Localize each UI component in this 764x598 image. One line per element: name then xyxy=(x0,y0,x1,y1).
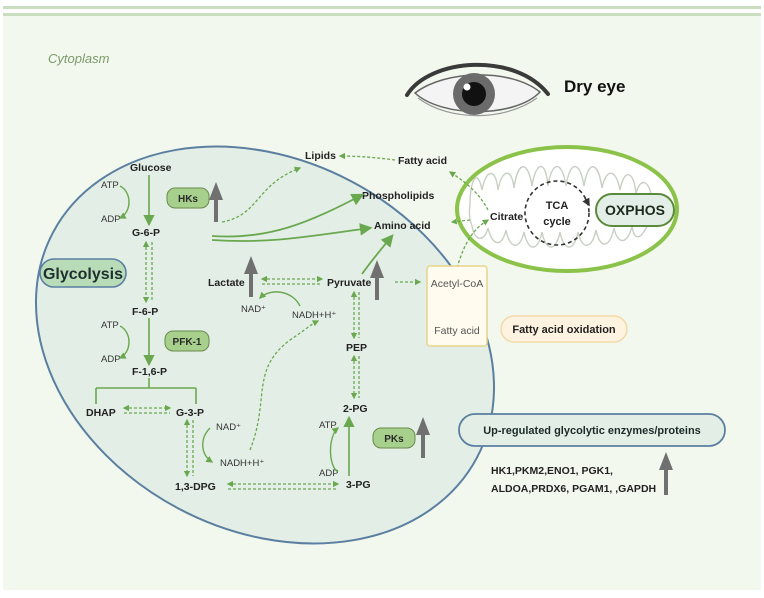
nad-label-1: NAD⁺ xyxy=(241,304,266,315)
hks-enzyme-badge xyxy=(166,187,210,209)
fatty-acid-2-label: Fatty acid xyxy=(434,325,480,337)
pg2-label: 2-PG xyxy=(343,403,368,415)
f16p-label: F-1,6-P xyxy=(132,366,167,378)
fatty-acid-oxidation-badge xyxy=(500,315,628,343)
nadh-shuttle-arrow xyxy=(249,320,320,451)
glycolysis-badge xyxy=(39,258,127,288)
lactate-upregulated-arrow xyxy=(244,256,258,297)
lactate-label: Lactate xyxy=(208,277,245,289)
oxphos-label: OXPHOS xyxy=(605,202,665,218)
pfk-atp-curve xyxy=(118,325,130,359)
tca-cycle-ring xyxy=(524,180,590,246)
nadh-label-2: NADH+H⁺ xyxy=(220,458,264,469)
pfk1-enzyme-badge xyxy=(164,330,210,352)
f6p-label: F-6-P xyxy=(132,306,158,318)
g6p-to-phospholipids-arrow xyxy=(211,193,365,238)
fatty-acid-label: Fatty acid xyxy=(398,155,447,167)
pyruvate-upregulated-arrow xyxy=(370,260,384,300)
adp-label-2: ADP xyxy=(101,354,121,365)
legend-line-1: HK1,PKM2,ENO1, PGK1, xyxy=(491,465,613,477)
g6p-label: G-6-P xyxy=(132,227,160,239)
tca-label-2: cycle xyxy=(543,216,571,228)
amino-acid-citrate-link xyxy=(450,218,471,225)
eye-icon xyxy=(405,62,550,117)
nadh-label-1: NADH+H⁺ xyxy=(292,310,336,321)
citrate-label: Citrate xyxy=(490,211,523,223)
top-stripe-2 xyxy=(3,13,761,16)
pyruvate-label: Pyruvate xyxy=(327,277,372,289)
glycolysis-label: Glycolysis xyxy=(43,266,123,283)
pks-upregulated-arrow xyxy=(416,417,430,458)
legend-title: Up-regulated glycolytic enzymes/proteins xyxy=(483,425,701,437)
hks-upregulated-arrow xyxy=(209,182,223,222)
bpg-label: 1,3-DPG xyxy=(175,481,216,493)
atp-label-2: ATP xyxy=(101,320,119,331)
top-stripe-1 xyxy=(3,6,761,9)
acetyl-coa-box xyxy=(426,265,488,347)
pk-atp-curve xyxy=(329,427,340,473)
legend-line-2: ALDOA,PRDX6, PGAM1, ,GAPDH xyxy=(491,483,656,495)
nad-label-2: NAD⁺ xyxy=(216,422,241,433)
legend-upregulated-arrow xyxy=(659,452,673,495)
fatty-acid-to-lipids-arrow xyxy=(338,152,396,161)
g3p-label: G-3-P xyxy=(176,407,204,419)
adp-label-1: ADP xyxy=(101,214,121,225)
g6p-to-amino-acid-arrow xyxy=(211,223,373,242)
g6p-to-lipids-arrow xyxy=(221,166,302,223)
tca-cycle-arrowhead xyxy=(582,197,590,207)
hks-enzyme-label: HKs xyxy=(178,194,198,205)
dry-eye-label: Dry eye xyxy=(564,77,625,96)
lipids-label: Lipids xyxy=(305,150,336,162)
oxphos-badge xyxy=(595,193,675,227)
atp-label-1: ATP xyxy=(101,180,119,191)
reversible-arrows xyxy=(122,152,490,490)
legend-title-badge xyxy=(458,413,726,447)
hk-atp-curve xyxy=(118,185,130,219)
fatty-acid-oxidation-label: Fatty acid oxidation xyxy=(512,324,616,336)
pep-label: PEP xyxy=(346,342,367,354)
pyruvate-to-amino-acid-arrow xyxy=(361,234,394,275)
cytoplasm-label: Cytoplasm xyxy=(48,51,110,66)
ldh-nad-curve xyxy=(259,291,301,307)
glucose-label: Glucose xyxy=(130,162,172,174)
amino-acid-label: Amino acid xyxy=(374,220,431,232)
dhap-label: DHAP xyxy=(86,407,116,419)
atp-label-3: ATP xyxy=(319,420,337,431)
tca-label-1: TCA xyxy=(546,200,569,212)
pks-enzyme-label: PKs xyxy=(384,434,404,445)
pg3-label: 3-PG xyxy=(346,479,371,491)
pfk1-enzyme-label: PFK-1 xyxy=(173,337,202,348)
acetyl-coa-label: Acetyl-CoA xyxy=(431,278,484,290)
phospholipids-label: Phospholipids xyxy=(362,190,434,202)
adp-label-3: ADP xyxy=(319,468,339,479)
pks-enzyme-badge xyxy=(372,427,416,449)
acetyl-coa-to-citrate-arrow xyxy=(456,219,490,269)
gapdh-nad-curve xyxy=(202,427,214,463)
